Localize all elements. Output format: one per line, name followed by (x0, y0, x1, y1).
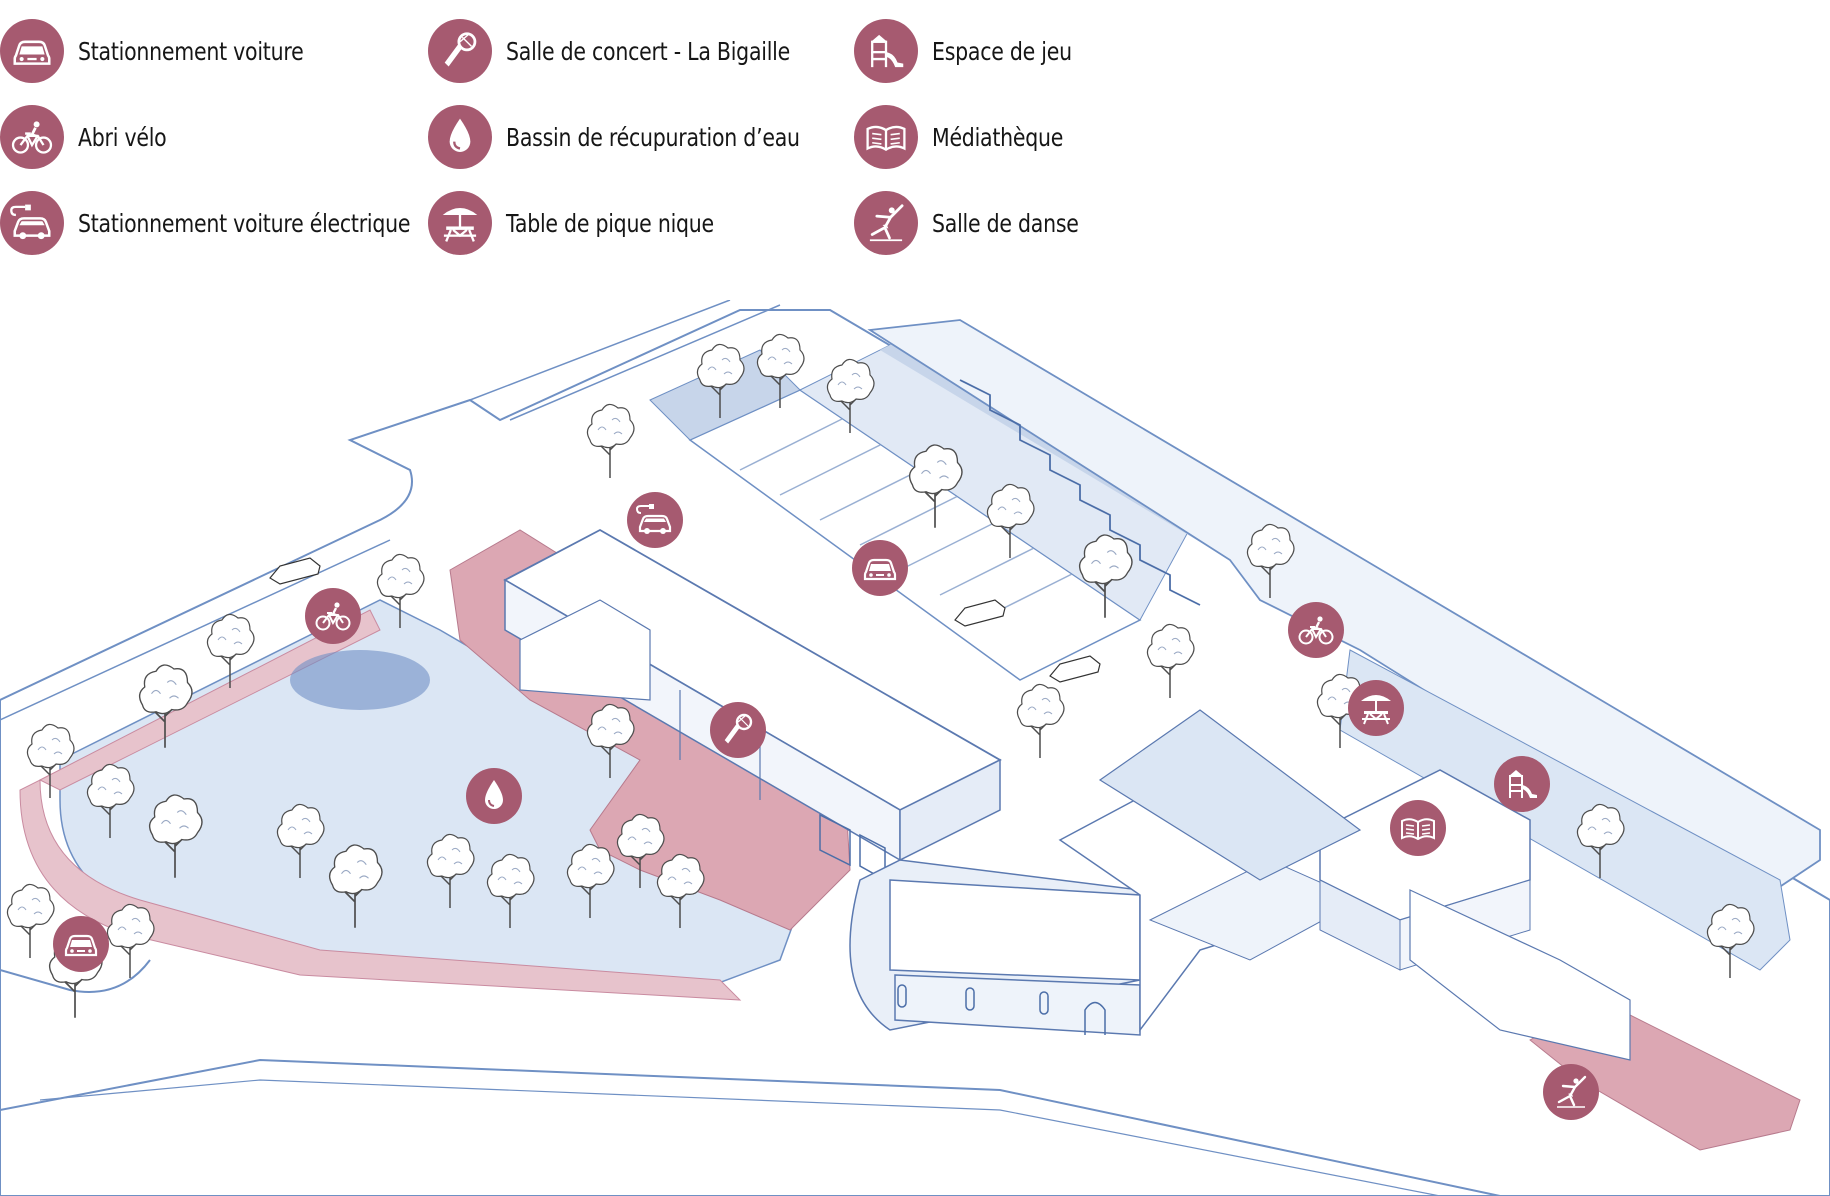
map-marker-picnic-table[interactable] (1348, 680, 1404, 736)
legend-label: Médiathèque (932, 122, 1064, 152)
legend-label: Stationnement voiture (78, 36, 304, 66)
legend-item-dance-hall: Salle de danse (854, 180, 1111, 266)
picnic-table-icon (428, 191, 492, 255)
legend-label: Table de pique nique (506, 208, 714, 238)
legend-item-concert-hall: Salle de concert - La Bigaille (428, 8, 864, 94)
legend-item-car-parking: Stationnement voiture (0, 8, 483, 94)
legend-item-electric-car-parking: Stationnement voiture électrique (0, 180, 483, 266)
legend-item-bike-shelter: Abri vélo (0, 94, 483, 180)
pink-path-park (19, 779, 742, 1001)
map-marker-dance-hall[interactable] (1543, 1064, 1599, 1120)
legend-label: Abri vélo (78, 122, 167, 152)
legend-item-playground: Espace de jeu (854, 8, 1111, 94)
legend-label: Espace de jeu (932, 36, 1072, 66)
legend-column-2: Salle de concert - La Bigaille Bassin de… (428, 8, 864, 266)
map-markers (53, 492, 1599, 1120)
map-marker-playground[interactable] (1494, 756, 1550, 812)
map-marker-car-parking[interactable] (852, 540, 908, 596)
map-marker-bike-shelter[interactable] (305, 588, 361, 644)
microphone-icon (428, 19, 492, 83)
water-drop-icon (428, 105, 492, 169)
site-plan (0, 300, 1830, 1196)
legend-label: Stationnement voiture électrique (78, 208, 411, 238)
roads (0, 300, 1830, 1196)
concert-hall-building (503, 528, 1002, 882)
car-icon (0, 19, 64, 83)
map-marker-electric-car[interactable] (627, 492, 683, 548)
legend-item-picnic-table: Table de pique nique (428, 180, 864, 266)
dancer-icon (854, 191, 918, 255)
legend-label: Salle de danse (932, 208, 1079, 238)
legend-label: Bassin de récupuration d’eau (506, 122, 800, 152)
bicycle-icon (0, 105, 64, 169)
legend-item-water-basin: Bassin de récupuration d’eau (428, 94, 864, 180)
legend-column-1: Stationnement voiture Abri vélo Stationn… (0, 8, 483, 266)
electric-car-icon (0, 191, 64, 255)
map-marker-car-parking-2[interactable] (53, 916, 109, 972)
map-marker-media-library[interactable] (1390, 800, 1446, 856)
map-marker-bike-shelter-2[interactable] (1288, 602, 1344, 658)
playground-icon (854, 19, 918, 83)
book-icon (854, 105, 918, 169)
legend-column-3: Espace de jeu Médiathèque Salle de danse (854, 8, 1111, 266)
map-marker-concert-hall[interactable] (710, 702, 766, 758)
legend: Stationnement voiture Abri vélo Stationn… (0, 0, 1830, 260)
map-marker-water-basin[interactable] (466, 768, 522, 824)
parked-cars (269, 557, 1101, 683)
legend-label: Salle de concert - La Bigaille (506, 36, 790, 66)
old-building (849, 859, 1141, 1036)
legend-item-media-library: Médiathèque (854, 94, 1111, 180)
